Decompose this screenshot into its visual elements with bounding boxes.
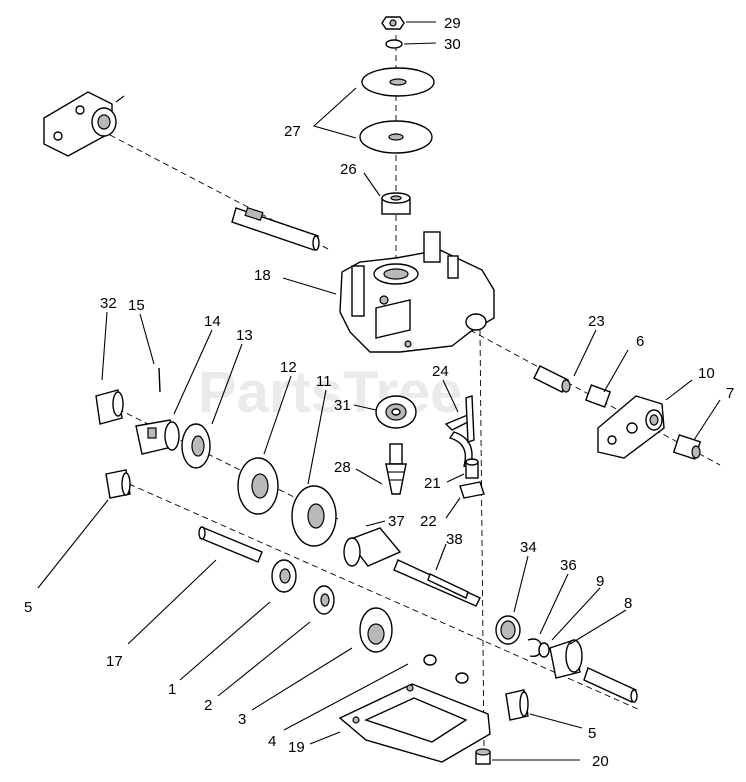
callout-1: 1: [168, 681, 176, 698]
callout-22: 22: [420, 513, 437, 530]
gear-11: [291, 485, 337, 547]
callout-labels: 29 30 27 26 18 32 15 14 13 12 11 31 24 2…: [24, 15, 734, 770]
callout-23: 23: [588, 313, 605, 330]
spring-21: [465, 458, 479, 479]
callout-4: 4: [268, 733, 276, 750]
callout-17: 17: [106, 653, 123, 670]
callout-15: 15: [128, 297, 145, 314]
upper-bracket: [43, 91, 125, 157]
callout-27: 27: [284, 123, 301, 140]
callout-6: 6: [636, 333, 644, 350]
callout-20: 20: [592, 753, 609, 770]
sleeve-23: [533, 365, 571, 393]
callout-34: 34: [520, 539, 537, 556]
callout-8: 8: [624, 595, 632, 612]
key-38: [427, 573, 469, 599]
housing-18: [339, 231, 495, 353]
clutch-dog-14: [135, 419, 180, 455]
callout-26: 26: [340, 161, 357, 178]
bushing-7: [672, 434, 702, 460]
callout-28: 28: [334, 459, 351, 476]
callout-38: 38: [446, 531, 463, 548]
upper-axle: [231, 206, 320, 251]
callout-24: 24: [432, 363, 449, 380]
washer-small: [455, 672, 469, 684]
callout-31: 31: [334, 397, 351, 414]
callout-5-right: 5: [588, 725, 596, 742]
bushing-26: [381, 192, 411, 215]
block-5-left: [105, 469, 131, 499]
gear-13: [181, 423, 211, 469]
callout-10: 10: [698, 365, 715, 382]
callout-18: 18: [254, 267, 271, 284]
callout-11: 11: [316, 373, 332, 390]
washer-4: [423, 654, 437, 666]
nut-29: [381, 16, 405, 30]
callout-21: 21: [424, 475, 441, 492]
dust-cover-27b: [359, 120, 433, 154]
callout-30: 30: [444, 36, 461, 53]
callout-14: 14: [204, 313, 221, 330]
bushing-8: [549, 639, 583, 679]
callout-9: 9: [596, 573, 604, 590]
gear-2: [313, 585, 335, 615]
callout-29: 29: [444, 15, 461, 32]
plug-20: [475, 748, 491, 765]
clip-22: [459, 481, 485, 499]
callout-7: 7: [726, 385, 734, 402]
leader-lines: [37, 21, 721, 761]
bearing-31: [375, 395, 417, 429]
output-shaft: [583, 667, 638, 703]
washer-9: [538, 642, 550, 658]
callout-5-left: 5: [24, 599, 32, 616]
callout-2: 2: [204, 697, 212, 714]
callout-13: 13: [236, 327, 253, 344]
callout-32: 32: [100, 295, 117, 312]
gear-3: [359, 607, 393, 653]
worm-shaft-28: [385, 443, 407, 495]
spacer-6: [584, 384, 612, 408]
pin-15: [158, 367, 161, 393]
watermark: PartsTree: [198, 360, 462, 425]
gear-12: [237, 457, 279, 515]
cover-19: [338, 683, 491, 763]
bracket-10: [597, 395, 665, 459]
pawl-24: [444, 395, 475, 469]
gear-1: [271, 559, 297, 593]
block-5-right: [505, 689, 529, 721]
shaft-17: [198, 526, 263, 563]
callout-12: 12: [280, 359, 297, 376]
callout-37: 37: [388, 513, 405, 530]
dust-cover-27a: [361, 67, 435, 97]
block-32: [95, 389, 124, 425]
washer-30: [385, 39, 403, 49]
callout-19: 19: [288, 739, 305, 756]
callout-36: 36: [560, 557, 577, 574]
seal-34: [495, 615, 521, 645]
callout-3: 3: [238, 711, 246, 728]
